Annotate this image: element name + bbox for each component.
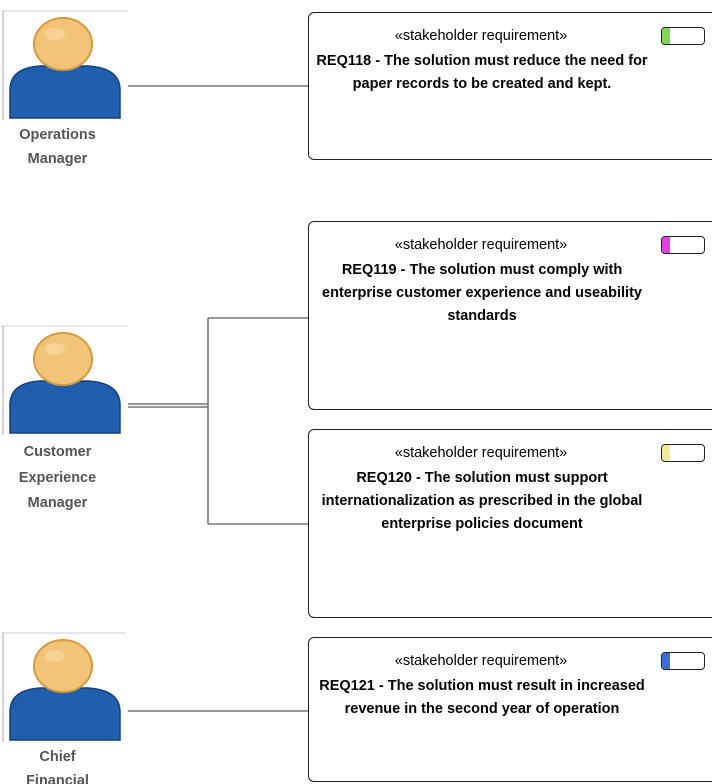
status-color-fill <box>662 237 670 253</box>
actor-name-line-1: Customer <box>23 444 92 460</box>
requirement-text: REQ119 - The solution must comply with e… <box>322 262 642 324</box>
status-color-fill <box>662 653 670 669</box>
status-indicator-icon <box>661 444 705 462</box>
requirement-req119[interactable]: «stakeholder requirement» REQ119 - The s… <box>308 221 712 410</box>
requirement-stereotype: «stakeholder requirement» <box>394 445 568 461</box>
actor-name-line-1: Chief <box>39 749 76 765</box>
requirement-req121[interactable]: «stakeholder requirement» REQ121 - The s… <box>308 637 712 782</box>
requirement-req118[interactable]: «stakeholder requirement» REQ118 - The s… <box>308 12 712 160</box>
actor-name-line-3: Manager <box>27 495 88 511</box>
status-indicator-icon <box>661 236 705 254</box>
status-color-fill <box>662 28 670 44</box>
person-icon <box>2 10 128 120</box>
actor-name-line-2: Manager <box>27 151 88 167</box>
actor-name-line-2: Experience <box>18 470 97 486</box>
requirement-stereotype: «stakeholder requirement» <box>394 28 568 44</box>
requirement-stereotype: «stakeholder requirement» <box>394 237 568 253</box>
actor-chief-financial[interactable]: Chief Financial <box>0 632 125 784</box>
requirement-stereotype: «stakeholder requirement» <box>394 653 568 669</box>
requirement-text: REQ121 - The solution must result in inc… <box>319 678 645 717</box>
actor-name-line-1: Operations <box>19 127 96 143</box>
status-indicator-icon <box>661 27 705 45</box>
status-color-fill <box>662 445 670 461</box>
status-indicator-icon <box>661 652 705 670</box>
requirement-text: REQ118 - The solution must reduce the ne… <box>316 53 648 92</box>
requirement-text: REQ120 - The solution must support inter… <box>321 470 643 532</box>
actor-operations-manager[interactable]: Operations Manager <box>0 10 128 180</box>
person-icon <box>2 325 128 435</box>
person-icon <box>2 632 125 742</box>
actor-customer-experience-manager[interactable]: Customer Experience Manager <box>0 325 128 525</box>
requirement-req120[interactable]: «stakeholder requirement» REQ120 - The s… <box>308 429 712 618</box>
actor-name-line-2: Financial <box>26 773 89 784</box>
